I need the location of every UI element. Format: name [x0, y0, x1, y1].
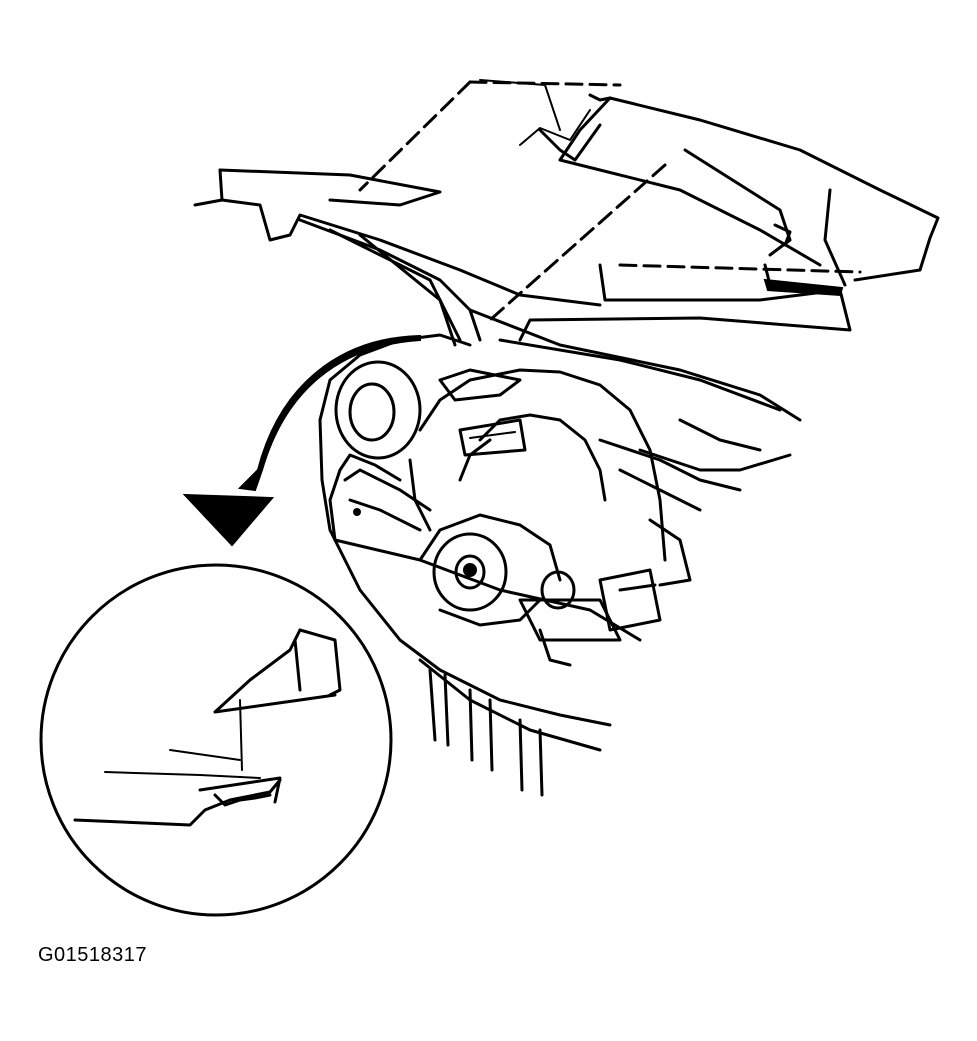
ignition-switch	[343, 468, 622, 667]
figure-code: G01518317	[38, 944, 148, 966]
dashboard-body	[298, 218, 802, 752]
upper-trim-panel	[193, 79, 940, 342]
air-vent	[328, 360, 422, 542]
cluster-opening	[408, 368, 792, 632]
curved-arrow-icon	[182, 334, 421, 547]
detail-magnifier	[39, 563, 393, 917]
steering-column-supports	[428, 668, 544, 797]
